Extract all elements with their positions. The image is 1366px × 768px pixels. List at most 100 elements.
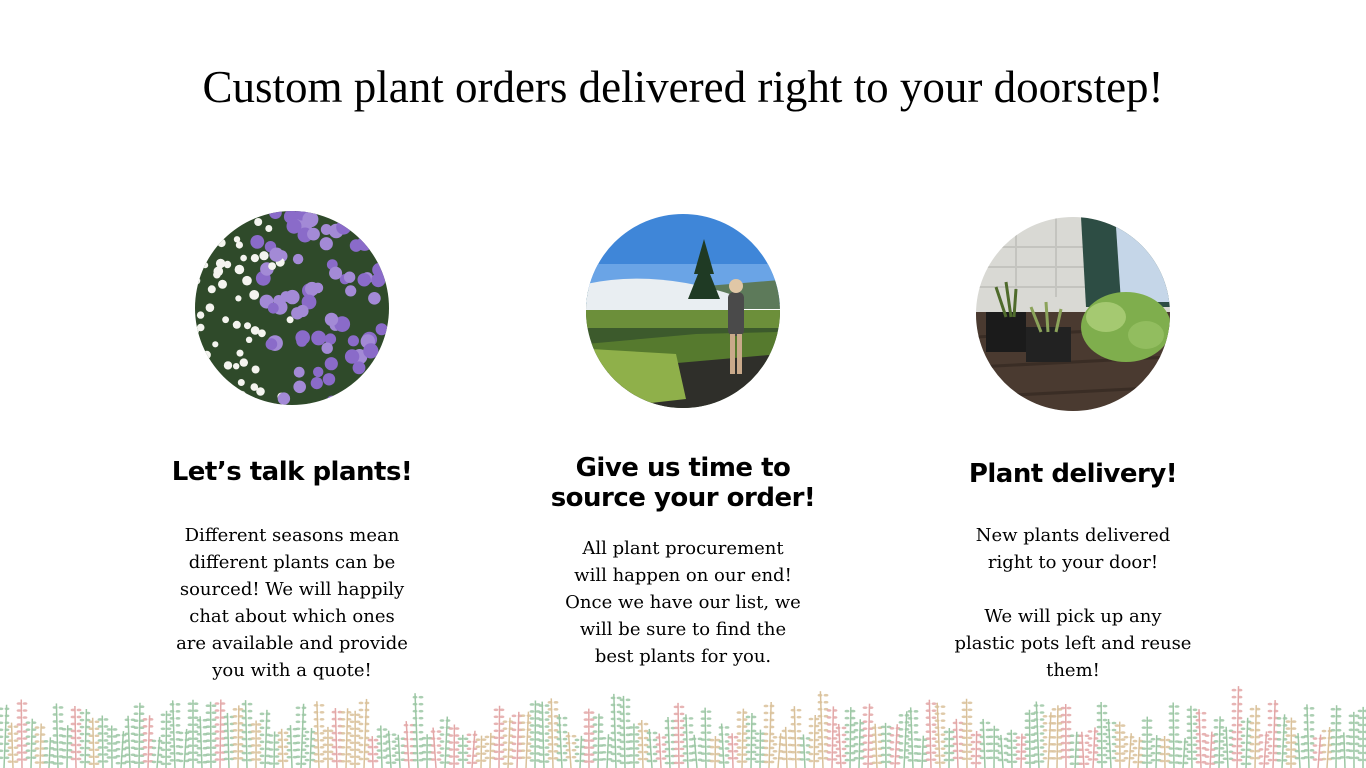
grass-leaf — [1192, 708, 1198, 712]
grass-leaf — [0, 721, 4, 725]
grass-leaf — [961, 722, 967, 726]
grass-leaf — [133, 705, 139, 709]
grass-leaf — [16, 758, 22, 761]
grass-leaf — [808, 745, 814, 749]
grass-leaf — [679, 747, 685, 751]
grass-leaf — [313, 752, 319, 756]
grass-leaf — [562, 758, 568, 762]
grass-leaf — [1096, 725, 1102, 729]
nursery-photo — [586, 214, 780, 408]
grass-leaf — [25, 728, 31, 731]
grass-leaf — [841, 740, 847, 744]
grass-leaf — [1330, 735, 1336, 739]
grass-leaf — [1147, 761, 1153, 764]
grass-leaf — [814, 717, 820, 721]
grass-leaf — [1339, 742, 1345, 745]
flower-dot — [324, 357, 338, 371]
grass-leaf — [745, 729, 751, 733]
grass-leaf — [430, 751, 436, 754]
grass-leaf — [754, 732, 760, 735]
grass-leaf — [736, 739, 742, 742]
grass-leaf — [934, 726, 940, 729]
grass-leaf — [637, 722, 643, 726]
grass-leaf — [1264, 762, 1270, 765]
grass-leaf — [1330, 749, 1336, 753]
grass-leaf — [904, 742, 910, 745]
grass-leaf — [295, 727, 301, 731]
grass-leaf — [1033, 760, 1039, 763]
grass-leaf — [526, 721, 532, 724]
grass-leaf — [265, 712, 271, 716]
grass-leaf — [706, 724, 712, 727]
flower-dot — [196, 394, 203, 401]
grass-leaf — [373, 738, 379, 742]
grass-leaf — [1159, 759, 1165, 763]
grass-leaf — [1363, 751, 1366, 755]
grass-leaf — [1168, 747, 1174, 750]
grass-leaf — [1312, 737, 1318, 740]
grass-leaf — [166, 748, 172, 752]
grass-leaf — [637, 743, 643, 747]
grass-leaf — [1285, 720, 1291, 723]
grass-leaf — [472, 740, 478, 744]
grass-leaf — [724, 733, 730, 736]
grass-leaf — [1069, 734, 1075, 738]
flower-dot — [245, 336, 253, 343]
grass-leaf — [520, 742, 526, 745]
grass-leaf — [1195, 739, 1201, 743]
grass-leaf — [1330, 742, 1336, 746]
grass-leaf — [724, 754, 730, 757]
grass-leaf — [79, 732, 85, 736]
grass-leaf — [157, 760, 163, 764]
grass-leaf — [1039, 718, 1045, 721]
grass-leaf — [673, 712, 679, 716]
grass-leaf — [925, 723, 931, 726]
grass-leaf — [589, 718, 595, 721]
grass-leaf — [1168, 705, 1174, 708]
grass-leaf — [31, 756, 37, 759]
grass-leaf — [439, 719, 445, 722]
flower-dot — [375, 323, 388, 336]
grass-leaf — [754, 739, 760, 742]
grass-leaf — [313, 717, 319, 721]
grass-leaf — [673, 733, 679, 737]
grass-leaf — [1120, 752, 1126, 755]
grass-leaf — [151, 746, 157, 750]
grass-leaf — [553, 757, 559, 760]
grass-leaf — [394, 758, 400, 762]
grass-leaf — [142, 760, 148, 763]
grass-leaf — [454, 755, 460, 758]
grass-leaf — [31, 721, 37, 724]
grass-leaf — [286, 734, 292, 738]
grass-leaf — [97, 746, 103, 749]
grass-leaf — [940, 726, 946, 729]
grass-leaf — [1111, 735, 1117, 739]
grass-stem — [975, 731, 978, 768]
grass-leaf — [214, 716, 220, 719]
grass-leaf — [556, 744, 562, 748]
grass-leaf — [364, 736, 370, 740]
grass-leaf — [1282, 724, 1288, 727]
grass-leaf — [871, 740, 877, 744]
grass-leaf — [664, 719, 670, 723]
grass-leaf — [643, 750, 649, 754]
grass-leaf — [826, 716, 832, 719]
grass-leaf — [160, 741, 166, 745]
grass-leaf — [868, 706, 874, 709]
grass-leaf — [967, 750, 973, 754]
grass-leaf — [1060, 755, 1066, 759]
grass-leaf — [61, 734, 67, 738]
grass-leaf — [1039, 704, 1045, 707]
grass-leaf — [160, 720, 166, 724]
grass-leaf — [961, 708, 967, 712]
grass-leaf — [1231, 737, 1237, 741]
grass-leaf — [997, 744, 1003, 748]
grass-leaf — [1033, 739, 1039, 742]
grass-leaf — [682, 759, 688, 762]
grass-leaf — [259, 740, 265, 744]
grass-leaf — [841, 733, 847, 737]
grass-leaf — [931, 723, 937, 726]
grass-leaf — [22, 723, 28, 726]
grass-leaf — [214, 744, 220, 747]
grass-leaf — [1237, 723, 1243, 727]
